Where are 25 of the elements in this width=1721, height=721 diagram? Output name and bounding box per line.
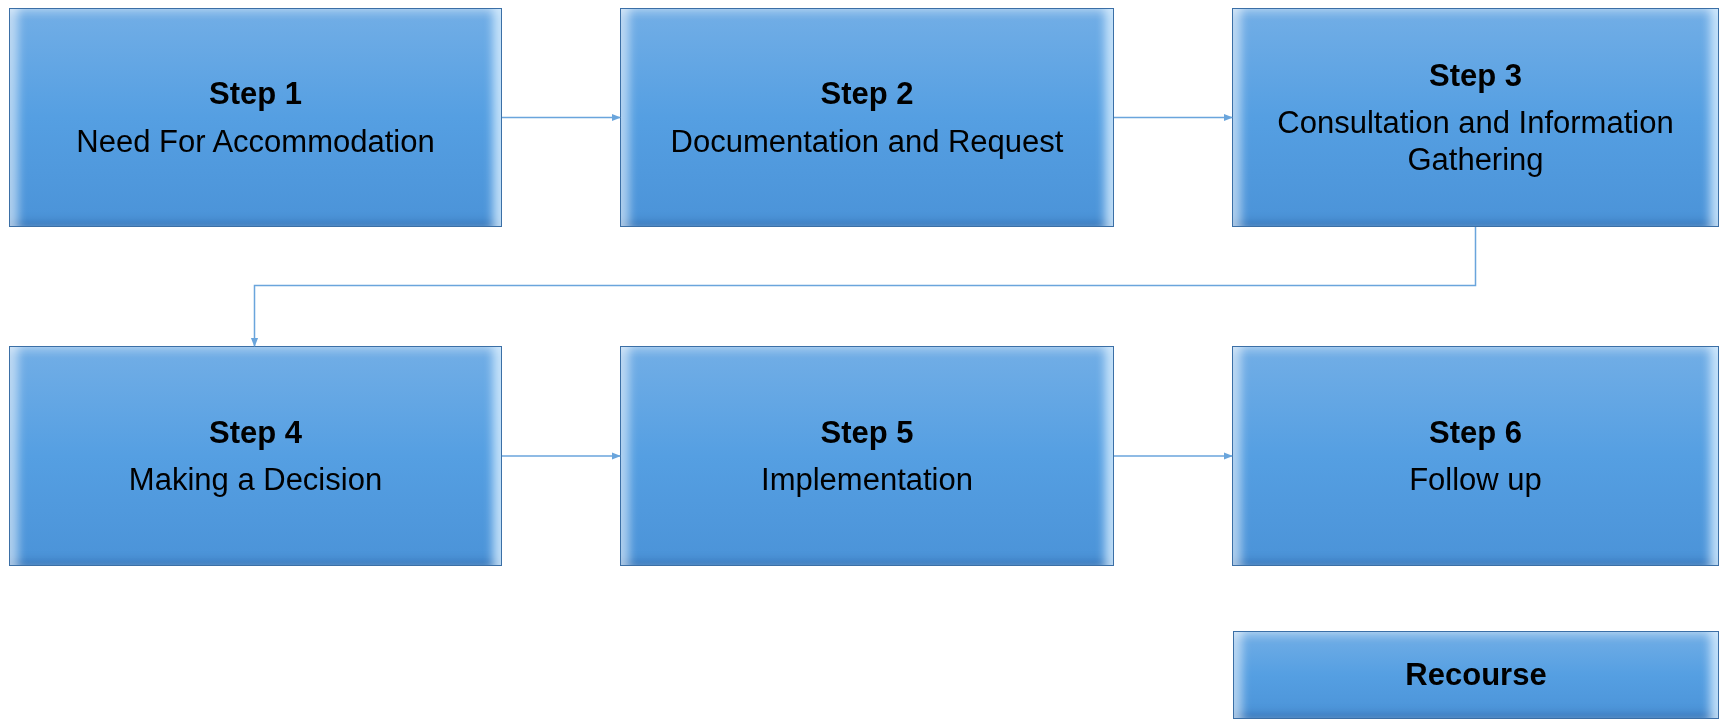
arrow — [1113, 452, 1233, 460]
process-box — [620, 346, 1114, 566]
step-heading: Step 3 — [1429, 56, 1522, 94]
process-box — [620, 8, 1114, 227]
arrow — [1113, 113, 1233, 122]
step-description: Making a Decision — [128, 461, 383, 499]
process-box — [9, 8, 502, 227]
step-description: Need For Accommodation — [76, 122, 435, 160]
arrow — [250, 226, 1477, 347]
process-box — [1232, 8, 1719, 227]
step-heading: Recourse — [1405, 656, 1547, 694]
process-box — [9, 346, 502, 566]
step-heading: Step 4 — [209, 413, 302, 451]
step-description: Implementation — [761, 461, 973, 499]
step-heading: Step 6 — [1429, 413, 1522, 451]
step-heading: Step 1 — [209, 75, 302, 113]
step-heading: Step 2 — [820, 75, 914, 113]
step-description: Follow up — [1409, 461, 1542, 499]
arrow — [501, 452, 621, 460]
process-box — [1232, 346, 1719, 566]
step-description: Consultation and Information Gathering — [1276, 103, 1675, 179]
step-heading: Step 5 — [820, 413, 914, 451]
step-description: Documentation and Request — [670, 122, 1064, 160]
arrow — [501, 113, 621, 122]
process-box — [1233, 631, 1719, 719]
